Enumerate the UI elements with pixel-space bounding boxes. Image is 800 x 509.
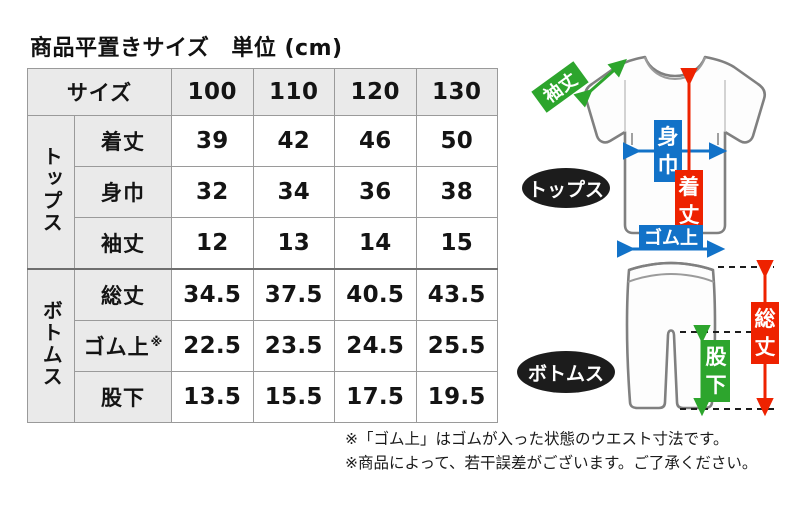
footnote-tolerance: ※商品によって、若干誤差がございます。ご了承ください。: [345, 453, 758, 472]
cell-soutake-100: 34.5: [171, 268, 254, 321]
page-title-text: 商品平置きサイズ: [30, 36, 210, 61]
bottoms-badge: ボトムス: [517, 351, 615, 393]
cell-sodetake-100: 12: [171, 217, 254, 270]
row-label-mihaba: 身巾: [74, 166, 172, 218]
header-size-100: 100: [171, 68, 254, 116]
row-label-text: 総丈: [101, 284, 145, 308]
sleeve-length-arrow: [573, 58, 627, 108]
total-length-label-char1: 総: [755, 307, 776, 331]
inseam-label-char1: 股: [706, 345, 727, 369]
cell-kitake-110: 42: [252, 115, 335, 167]
header-size-110: 110: [252, 68, 335, 116]
body-length-label: 着 丈: [675, 170, 703, 232]
table-row: ゴム上※ 22.5 23.5 24.5 25.5: [28, 320, 498, 372]
cell-kitake-100: 39: [171, 115, 254, 167]
group-label-bottoms-text: ボトムス: [39, 299, 64, 388]
asterisk-mark: ※: [150, 335, 163, 349]
header-size-text: サイズ: [66, 81, 133, 105]
row-label-text: ゴム上: [83, 335, 150, 359]
diagram-area: 袖丈 身 巾 着 丈: [512, 20, 800, 420]
pants-illustration: [625, 261, 717, 410]
footnote-gomue: ※「ゴム上」はゴムが入った状態のウエスト寸法です。: [345, 430, 729, 448]
group-label-bottoms: ボトムス: [27, 268, 75, 423]
body-length-label-char1: 着: [678, 175, 700, 199]
cell-sodetake-110: 13: [252, 217, 335, 270]
row-label-text: 股下: [101, 386, 145, 410]
cell-matashita-120: 17.5: [334, 371, 417, 423]
cell-soutake-120: 40.5: [334, 268, 417, 321]
footnotes: ※「ゴム上」はゴムが入った状態のウエスト寸法です。 ※商品によって、若干誤差がご…: [345, 428, 757, 475]
waist-width-label-text: ゴム上: [644, 227, 698, 249]
cell-mihaba-110: 34: [252, 166, 335, 218]
body-length-label-char2: 丈: [679, 203, 700, 227]
table-row: 股下 13.5 15.5 17.5 19.5: [28, 371, 498, 423]
chest-width-label-char1: 身: [658, 125, 679, 149]
cell-gomue-130: 25.5: [415, 320, 498, 372]
cell-gomue-100: 22.5: [171, 320, 254, 372]
cell-matashita-100: 13.5: [171, 371, 254, 423]
cell-mihaba-130: 38: [415, 166, 498, 218]
table-row: 袖丈 12 13 14 15: [28, 217, 498, 270]
header-size-label: サイズ: [27, 68, 172, 116]
waist-width-label: ゴム上: [639, 225, 703, 249]
table-row: トップス 着丈 39 42 46 50: [27, 115, 498, 270]
tops-badge-text: トップス: [528, 178, 604, 201]
cell-gomue-120: 24.5: [334, 320, 417, 372]
table-row: 身巾 32 34 36 38: [28, 166, 498, 218]
cell-kitake-120: 46: [334, 115, 417, 167]
cell-soutake-110: 37.5: [252, 268, 335, 321]
cell-matashita-130: 19.5: [415, 371, 498, 423]
cell-sodetake-130: 15: [415, 217, 498, 270]
inseam-label: 股 下: [702, 340, 730, 402]
cell-soutake-130: 43.5: [415, 268, 498, 321]
page-title: 商品平置きサイズ単位 (cm): [30, 30, 343, 62]
bottoms-badge-text: ボトムス: [528, 363, 604, 385]
group-label-tops-text: トップス: [39, 145, 64, 234]
cell-mihaba-100: 32: [171, 166, 254, 218]
table-row: ボトムス 総丈 34.5 37.5 40.5 43.5: [27, 268, 498, 423]
row-label-matashita: 股下: [74, 371, 172, 423]
row-label-text: 袖丈: [101, 232, 145, 256]
row-label-soutake: 総丈: [74, 268, 172, 321]
header-size-130: 130: [415, 68, 498, 116]
row-label-text: 身巾: [101, 181, 145, 205]
group-label-tops: トップス: [27, 115, 75, 270]
row-label-kitake: 着丈: [74, 115, 172, 167]
cell-kitake-130: 50: [415, 115, 498, 167]
cell-matashita-110: 15.5: [252, 371, 335, 423]
header-size-120: 120: [334, 68, 417, 116]
table-header-row: サイズ 100 110 120 130: [27, 68, 498, 116]
cell-mihaba-120: 36: [334, 166, 417, 218]
total-length-label-char2: 丈: [755, 335, 776, 359]
inseam-label-char2: 下: [706, 373, 727, 397]
total-length-label: 総 丈: [751, 302, 779, 364]
row-label-sodetake: 袖丈: [74, 217, 172, 270]
cell-sodetake-120: 14: [334, 217, 417, 270]
chest-width-label-char2: 巾: [658, 153, 679, 177]
unit-label: 単位 (cm): [231, 36, 343, 61]
size-table: サイズ 100 110 120 130 トップス 着丈 39 42 46 50: [27, 68, 498, 423]
row-label-gomue: ゴム上※: [74, 320, 172, 372]
tops-badge: トップス: [522, 168, 610, 208]
sleeve-length-label: 袖丈: [531, 61, 589, 113]
row-label-text: 着丈: [101, 130, 145, 154]
cell-gomue-110: 23.5: [252, 320, 335, 372]
